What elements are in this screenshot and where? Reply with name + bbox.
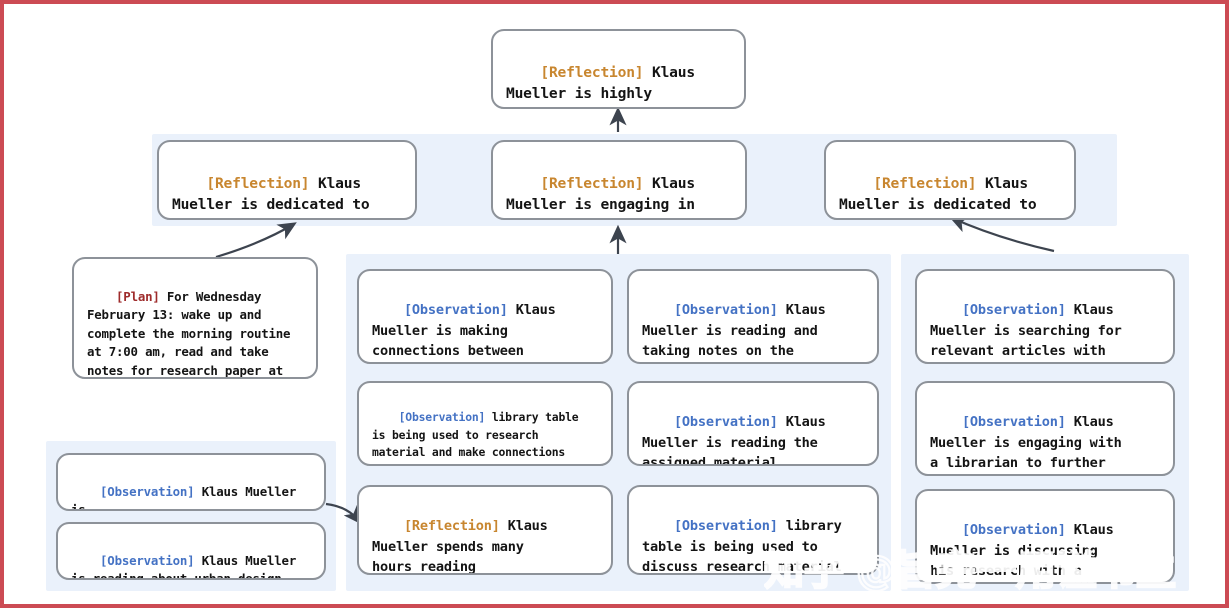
card-text: Klaus Mueller is discussing his research… <box>930 522 1114 580</box>
tag-observation: [Observation] <box>961 302 1066 319</box>
card-mid-right-observation-1[interactable]: [Observation] Klaus Mueller is reading a… <box>627 269 879 364</box>
card-text: Klaus Mueller is reading the assigned ma… <box>642 414 826 466</box>
tag-observation: [Observation] <box>673 518 778 535</box>
card-text: Klaus Mueller spends many hours reading <box>372 518 548 575</box>
tag-observation: [Observation] <box>100 483 195 499</box>
tag-observation: [Observation] <box>961 414 1066 431</box>
card-right-observation-3[interactable]: [Observation] Klaus Mueller is discussin… <box>915 489 1175 584</box>
card-text: library table is being used to research … <box>372 410 579 464</box>
card-reflection-1[interactable]: [Reflection] Klaus Mueller is dedicated … <box>157 140 417 220</box>
tag-observation: [Observation] <box>403 302 508 319</box>
tag-plan: [Plan] <box>116 288 160 304</box>
card-text: Klaus Mueller is dedicated to research <box>839 174 1037 219</box>
card-mid-right-observation-3[interactable]: [Observation] library table is being use… <box>627 485 879 575</box>
card-text: Klaus Mueller is reading about urban des… <box>71 552 297 580</box>
card-left-observation-2[interactable]: [Observation] Klaus Mueller is reading a… <box>56 522 326 580</box>
card-left-observation-1[interactable]: [Observation] Klaus Mueller is reading a… <box>56 453 326 511</box>
card-text: Klaus Mueller is highly dedicated to res… <box>506 63 695 108</box>
card-mid-left-observation-2[interactable]: [Observation] library table is being use… <box>357 381 613 466</box>
tag-observation: [Observation] <box>673 414 778 431</box>
card-text: Klaus Mueller is engaging with a librari… <box>930 414 1122 472</box>
tag-reflection: [Reflection] <box>206 174 310 192</box>
card-plan[interactable]: [Plan] For Wednesday February 13: wake u… <box>72 257 318 379</box>
card-root-reflection[interactable]: [Reflection] Klaus Mueller is highly ded… <box>491 29 746 109</box>
card-reflection-2[interactable]: [Reflection] Klaus Mueller is engaging i… <box>491 140 747 220</box>
tag-observation: [Observation] <box>673 302 778 319</box>
card-text: Klaus Mueller is searching for relevant … <box>930 302 1122 360</box>
card-text: For Wednesday February 13: wake up and c… <box>87 288 291 378</box>
card-mid-left-observation-1[interactable]: [Observation] Klaus Mueller is making co… <box>357 269 613 364</box>
card-text: Klaus Mueller is engaging in research ac… <box>506 174 695 219</box>
card-mid-left-reflection[interactable]: [Reflection] Klaus Mueller spends many h… <box>357 485 613 575</box>
card-text: Klaus Mueller is making connections betw… <box>372 302 556 360</box>
card-text: Klaus Mueller is dedicated to research <box>172 174 370 219</box>
card-text: library table is being used to discuss r… <box>642 518 842 575</box>
tag-observation: [Observation] <box>398 410 486 425</box>
card-right-observation-1[interactable]: [Observation] Klaus Mueller is searching… <box>915 269 1175 364</box>
tag-observation: [Observation] <box>961 522 1066 539</box>
card-right-observation-2[interactable]: [Observation] Klaus Mueller is engaging … <box>915 381 1175 476</box>
card-text: Klaus Mueller is reading about gentrific… <box>71 483 297 511</box>
card-reflection-3[interactable]: [Reflection] Klaus Mueller is dedicated … <box>824 140 1076 220</box>
tag-observation: [Observation] <box>100 552 195 568</box>
arrow-plan-to-reflection1 <box>215 222 297 259</box>
tag-reflection: [Reflection] <box>540 63 644 81</box>
tag-reflection: [Reflection] <box>540 174 644 192</box>
card-mid-right-observation-2[interactable]: [Observation] Klaus Mueller is reading t… <box>627 381 879 466</box>
tag-reflection: [Reflection] <box>403 518 500 535</box>
card-text: Klaus Mueller is reading and taking note… <box>642 302 826 360</box>
tag-reflection: [Reflection] <box>873 174 977 192</box>
